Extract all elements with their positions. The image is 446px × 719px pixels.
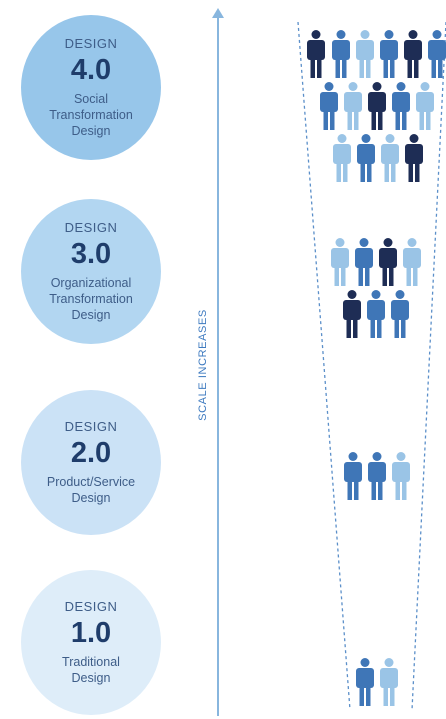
design-2-version: 2.0 xyxy=(70,436,112,469)
person-icon xyxy=(428,30,446,78)
people-layer xyxy=(307,30,446,706)
person-icon xyxy=(320,82,338,130)
person-icon xyxy=(367,290,385,338)
person-icon xyxy=(379,238,397,286)
person-icon xyxy=(403,238,421,286)
person-icon xyxy=(380,658,398,706)
design-3-kicker: DESIGN xyxy=(64,219,118,235)
person-icon xyxy=(344,452,362,500)
design-2-description: Product/Service Design xyxy=(46,475,136,506)
person-icon xyxy=(416,82,434,130)
person-icon xyxy=(405,134,423,182)
person-icon xyxy=(355,238,373,286)
design-2-kicker: DESIGN xyxy=(64,418,118,434)
funnel-right-edge xyxy=(411,21,446,711)
design-4-circle: DESIGN 4.0 Social Transformation Design xyxy=(21,15,161,160)
design-4-version: 4.0 xyxy=(70,53,112,86)
person-icon xyxy=(357,134,375,182)
design-3-version: 3.0 xyxy=(70,237,112,270)
person-icon xyxy=(404,30,422,78)
design-4-kicker: DESIGN xyxy=(64,35,118,51)
person-icon xyxy=(356,30,374,78)
person-icon xyxy=(344,82,362,130)
person-icon xyxy=(380,30,398,78)
person-icon xyxy=(392,82,410,130)
person-icon xyxy=(331,238,349,286)
scale-arrow-head xyxy=(212,8,224,18)
person-icon xyxy=(332,30,350,78)
funnel-left-edge xyxy=(297,21,351,711)
design-4-description: Social Transformation Design xyxy=(49,92,133,139)
scale-arrow-shaft xyxy=(217,16,219,716)
design-1-kicker: DESIGN xyxy=(64,598,118,614)
person-icon xyxy=(333,134,351,182)
design-1-description: Traditional Design xyxy=(62,655,120,686)
person-icon xyxy=(368,82,386,130)
person-icon xyxy=(368,452,386,500)
design-3-circle: DESIGN 3.0 Organizational Transformation… xyxy=(21,199,161,344)
person-icon xyxy=(356,658,374,706)
person-icon xyxy=(392,452,410,500)
person-icon xyxy=(307,30,325,78)
person-icon xyxy=(343,290,361,338)
design-1-version: 1.0 xyxy=(70,616,112,649)
design-3-description: Organizational Transformation Design xyxy=(49,276,133,323)
person-icon xyxy=(391,290,409,338)
design-2-circle: DESIGN 2.0 Product/Service Design xyxy=(21,390,161,535)
person-icon xyxy=(381,134,399,182)
design-1-circle: DESIGN 1.0 Traditional Design xyxy=(21,570,161,715)
